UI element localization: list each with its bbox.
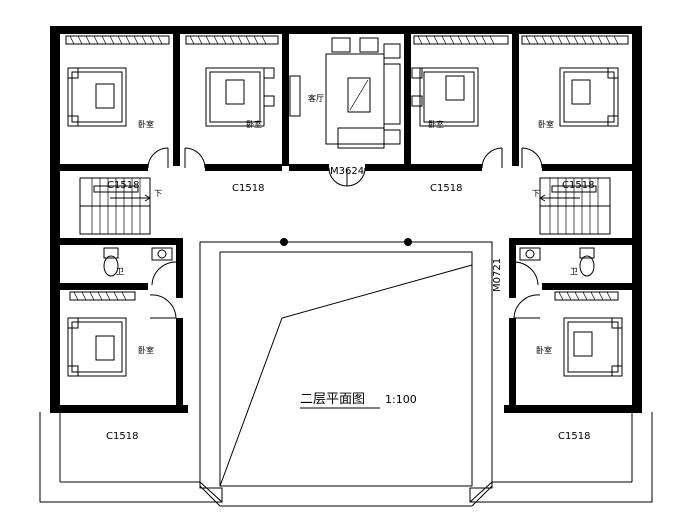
bed-top-left	[67, 67, 127, 127]
window-tag: C1518	[106, 431, 138, 442]
stair-down-label: 下	[532, 189, 540, 198]
door-tag: M0721	[492, 258, 503, 292]
bed-top-3	[411, 67, 479, 127]
windows	[95, 165, 600, 411]
drawing-title-text: 二层平面图	[300, 392, 365, 407]
bed-top-right	[559, 67, 619, 127]
drawing-scale-text: 1:100	[385, 393, 417, 406]
bath-fixtures-right	[519, 247, 595, 277]
balcony-left	[39, 412, 223, 503]
opening-labels: C1518 C1518 C1518 C1518 C1518 C1518 M362…	[106, 166, 594, 442]
living-furniture	[289, 37, 401, 149]
bedroom-label: 卧室	[138, 345, 154, 355]
door-swings	[147, 147, 543, 319]
bedroom-label: 卧室	[246, 119, 262, 129]
window-tag: C1518	[562, 180, 594, 191]
bedroom-label: 卧室	[138, 119, 154, 129]
door-tag: M3624	[330, 166, 364, 177]
window-tag: C1518	[107, 180, 139, 191]
balcony-right	[469, 412, 653, 503]
bath-fixtures-left	[103, 247, 173, 277]
bed-top-2	[205, 67, 275, 127]
wardrobes	[65, 35, 629, 301]
stair-right	[539, 177, 611, 235]
room-labels: 卧室 卧室 卧室 卧室 卧室 卧室 客厅 卫 卫 下 下	[116, 93, 578, 355]
bedroom-label: 卧室	[538, 119, 554, 129]
central-terrace	[199, 238, 493, 507]
stair-left	[79, 177, 151, 235]
window-tag: C1518	[430, 183, 462, 194]
structural-walls	[50, 26, 642, 413]
living-room-label: 客厅	[308, 93, 324, 103]
bedroom-label: 卧室	[536, 345, 552, 355]
bed-bottom-right	[563, 317, 623, 377]
bath-label: 卫	[570, 267, 578, 276]
bed-bottom-left	[67, 317, 127, 377]
window-tag: C1518	[232, 183, 264, 194]
bath-label: 卫	[116, 267, 124, 276]
drawing-title: 二层平面图 1:100	[300, 392, 417, 409]
window-tag: C1518	[558, 431, 590, 442]
bedroom-label: 卧室	[428, 119, 444, 129]
stair-down-label: 下	[154, 189, 162, 198]
